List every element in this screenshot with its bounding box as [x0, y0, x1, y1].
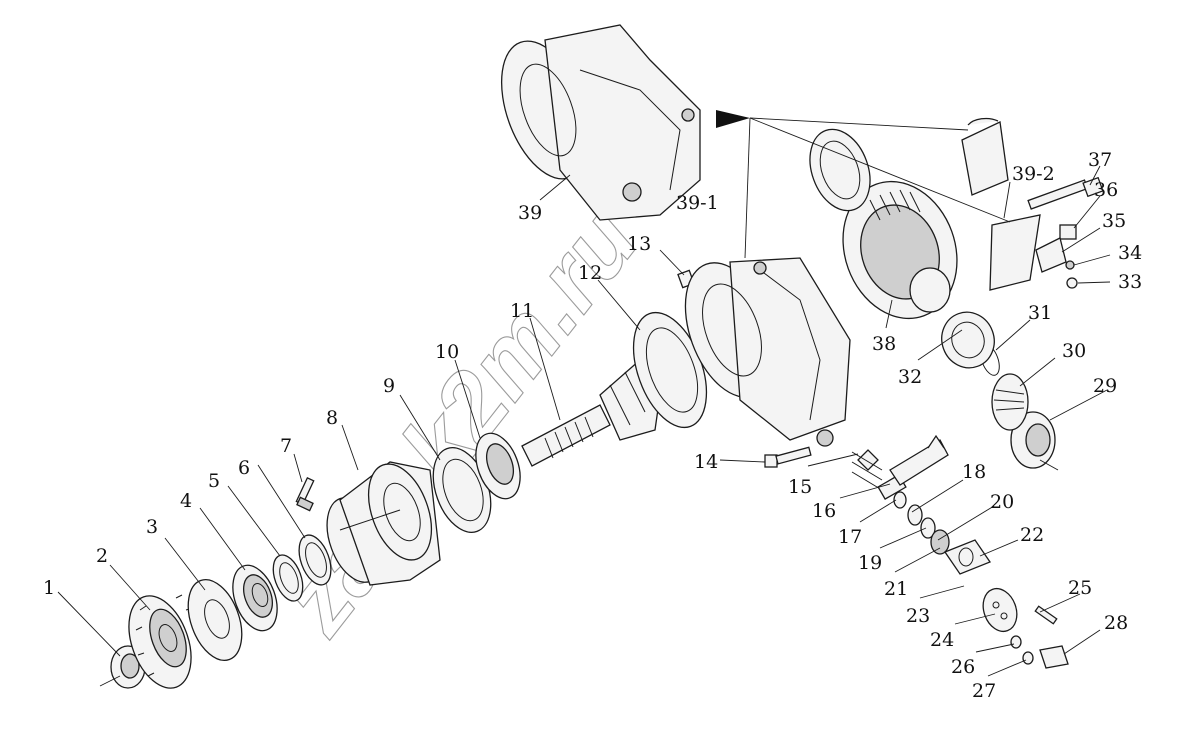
- callout-16: 16: [812, 500, 836, 522]
- callout-5: 5: [208, 470, 220, 492]
- part-2-companion-flange: [128, 594, 193, 689]
- callout-27: 27: [972, 680, 996, 702]
- part-7-bolt: [295, 476, 315, 512]
- callout-33: 33: [1118, 271, 1142, 293]
- callout-22: 22: [1020, 524, 1044, 546]
- callout-34: 34: [1118, 242, 1142, 264]
- callout-12: 12: [578, 262, 602, 284]
- callout-35: 35: [1102, 210, 1126, 232]
- callout-39-2: 39-2: [1012, 163, 1055, 185]
- callout-26: 26: [951, 656, 975, 678]
- callout-20: 20: [990, 491, 1014, 513]
- callout-30: 30: [1062, 340, 1086, 362]
- part-39-2-bearing-caps: [961, 117, 1041, 291]
- callout-17: 17: [838, 526, 862, 548]
- callout-24: 24: [930, 629, 954, 651]
- callout-31: 31: [1028, 302, 1052, 324]
- part-38-differential: [809, 128, 958, 320]
- callout-39-1: 39-1: [676, 192, 719, 214]
- part-32-bearing: [941, 311, 995, 369]
- callout-28: 28: [1104, 612, 1128, 634]
- leader-lines: [57, 165, 1111, 677]
- callout-39: 39: [518, 202, 542, 224]
- callout-23: 23: [906, 605, 930, 627]
- callout-13: 13: [627, 233, 651, 255]
- part-6-spacer: [298, 534, 332, 586]
- assembly-pointer: [716, 110, 1011, 259]
- callout-19: 19: [858, 552, 882, 574]
- callout-15: 15: [788, 476, 812, 498]
- callout-4: 4: [180, 490, 192, 512]
- part-3-dust-shield: [187, 579, 243, 661]
- part-4-bearing: [232, 564, 278, 632]
- callout-32: 32: [898, 366, 922, 388]
- callout-37: 37: [1088, 149, 1112, 171]
- part-15-16-17-shift-fork: [851, 434, 949, 500]
- callout-18: 18: [962, 461, 986, 483]
- part-33-37-fasteners: [1027, 176, 1104, 289]
- part-30-gear-cluster: [991, 373, 1029, 431]
- callout-9: 9: [383, 375, 395, 397]
- callout-11: 11: [510, 300, 534, 322]
- part-18-21-rings: [893, 491, 950, 555]
- callout-38: 38: [872, 333, 896, 355]
- callout-10: 10: [435, 341, 459, 363]
- callout-29: 29: [1093, 375, 1117, 397]
- callout-6: 6: [238, 457, 250, 479]
- callout-8: 8: [326, 407, 338, 429]
- part-39-1-differential-carrier: [684, 257, 851, 447]
- callout-2: 2: [96, 545, 108, 567]
- callout-14: 14: [694, 451, 718, 473]
- callout-7: 7: [280, 435, 292, 457]
- part-8-bearing-housing: [326, 461, 441, 586]
- part-10-bearing: [475, 432, 521, 500]
- callout-21: 21: [884, 578, 908, 600]
- part-39-axle-housing: [500, 24, 701, 221]
- callout-36: 36: [1094, 179, 1118, 201]
- callout-25: 25: [1068, 577, 1092, 599]
- callout-1: 1: [43, 577, 55, 599]
- callouts: 1 2 3 4 5 6 7 8 9 10 11 12 13 14 15 16 1…: [43, 149, 1142, 702]
- callout-3: 3: [146, 516, 158, 538]
- part-9-shim: [432, 447, 492, 533]
- part-14-bolt: [719, 446, 812, 468]
- part-22-28-cover-and-plug: [944, 539, 1069, 669]
- part-29-side-gear: [1010, 411, 1059, 471]
